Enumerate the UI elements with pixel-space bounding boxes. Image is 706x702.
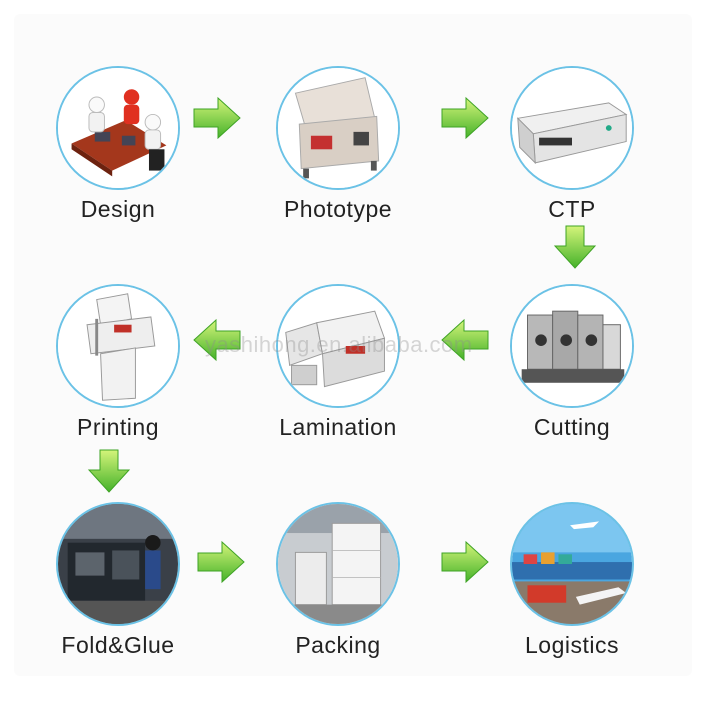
step-ctp: CTP (488, 66, 658, 266)
step-label: Cutting (533, 414, 611, 440)
phototype-image (276, 66, 400, 190)
fold-glue-image (56, 502, 180, 626)
cutting-image (510, 284, 634, 408)
packing-image (276, 502, 400, 626)
arrow-right-icon (193, 96, 241, 140)
step-label: CTP (548, 196, 596, 222)
step-fold-glue: Fold&Glue (34, 502, 204, 702)
arrow-down-icon (87, 449, 131, 493)
step-lamination: Lamination (254, 284, 424, 484)
step-label: Fold&Glue (61, 632, 175, 658)
arrow-left-icon (193, 318, 241, 362)
arrow-down-icon (553, 225, 597, 269)
printing-image (56, 284, 180, 408)
lamination-image (276, 284, 400, 408)
step-logistics: Logistics (488, 502, 658, 702)
step-label: Packing (295, 632, 381, 658)
arrow-right-icon (441, 540, 489, 584)
step-phototype: Phototype (254, 66, 424, 266)
watermark: yashihong.en.alibaba.com (205, 332, 473, 357)
step-label: Logistics (525, 632, 619, 658)
step-label: Phototype (283, 196, 393, 222)
ctp-image (510, 66, 634, 190)
logistics-image (510, 502, 634, 626)
step-printing: Printing (34, 284, 204, 484)
design-image (56, 66, 180, 190)
step-packing: Packing (254, 502, 424, 702)
arrow-right-icon (197, 540, 245, 584)
step-cutting: Cutting (488, 284, 658, 484)
step-label: Printing (77, 414, 159, 440)
arrow-left-icon (441, 318, 489, 362)
arrow-right-icon (441, 96, 489, 140)
step-label: Lamination (279, 414, 397, 440)
step-label: Design (80, 196, 156, 222)
step-design: Design (34, 66, 204, 266)
